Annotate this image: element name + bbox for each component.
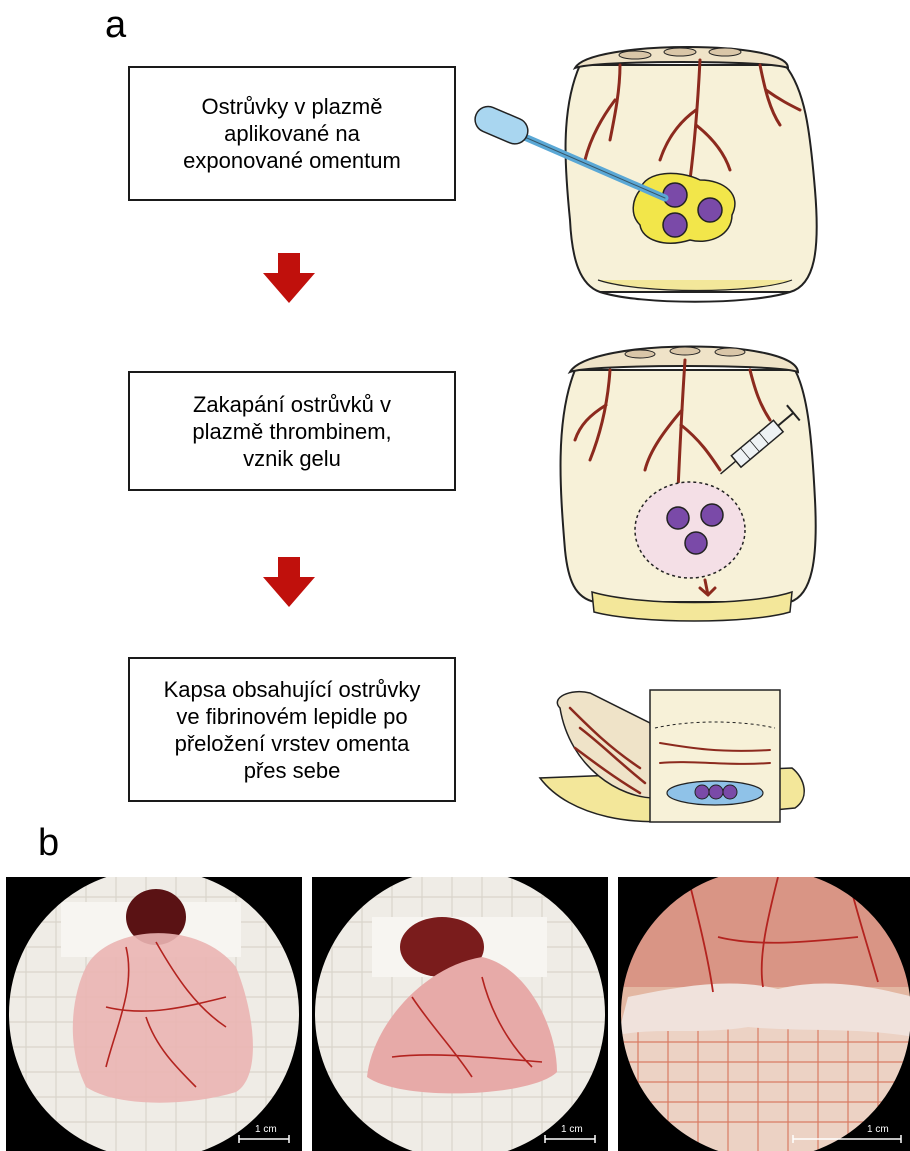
step-text-thrombin: Zakapání ostrůvků v plazmě thrombinem, v…	[192, 391, 391, 472]
step-box-thrombin: Zakapání ostrůvků v plazmě thrombinem, v…	[128, 371, 456, 491]
panel-label-b: b	[38, 824, 59, 862]
photo-thrombin-gel: 1 cm	[312, 877, 608, 1151]
step-text-application: Ostrůvky v plazmě aplikované na exponova…	[183, 93, 401, 174]
omentum-pouch-illustration	[530, 668, 815, 828]
photo-omentum-pouch: 1 cm	[618, 877, 910, 1151]
omentum-application-illustration	[470, 30, 820, 310]
step-text-pouch: Kapsa obsahující ostrůvky ve fibrinovém …	[164, 676, 421, 784]
scale-bar-label: 1 cm	[561, 1124, 583, 1135]
scale-bar-label: 1 cm	[867, 1124, 889, 1135]
thrombin-gel-illustration	[550, 330, 820, 630]
scale-bar-label: 1 cm	[255, 1124, 277, 1135]
photo-omentum-exposed: 1 cm	[6, 877, 302, 1151]
down-arrow-icon	[263, 557, 315, 607]
panel-label-a: a	[105, 6, 126, 44]
down-arrow-icon	[263, 253, 315, 303]
step-box-application: Ostrůvky v plazmě aplikované na exponova…	[128, 66, 456, 201]
step-box-pouch: Kapsa obsahující ostrůvky ve fibrinovém …	[128, 657, 456, 802]
